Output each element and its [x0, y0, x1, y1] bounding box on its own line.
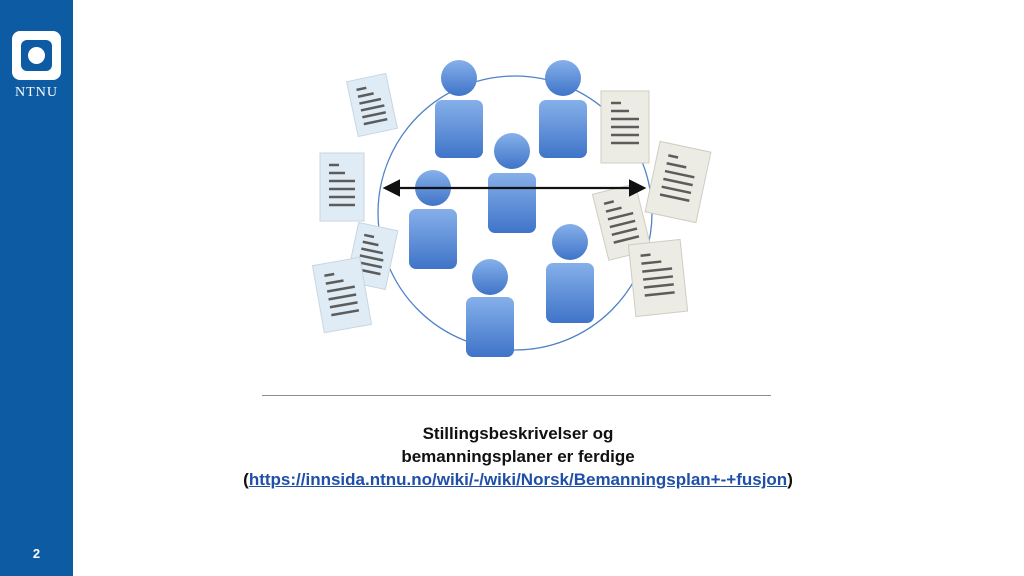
team-illustration-svg — [311, 60, 712, 357]
document-icon — [600, 90, 650, 164]
person-icon — [466, 259, 514, 357]
document-icon — [311, 256, 373, 334]
caption-line-3: (https://innsida.ntnu.no/wiki/-/wiki/Nor… — [150, 468, 886, 491]
bemanningsplan-link[interactable]: https://innsida.ntnu.no/wiki/-/wiki/Nors… — [248, 470, 788, 489]
open-paren: ( — [243, 470, 249, 489]
divider — [262, 395, 771, 396]
logo-text: NTNU — [15, 85, 58, 100]
person-icon — [539, 60, 587, 158]
caption: Stillingsbeskrivelser og bemanningsplane… — [150, 422, 886, 491]
team-illustration — [300, 50, 720, 370]
page-number: 2 — [32, 546, 41, 561]
person-icon — [546, 224, 594, 323]
document-icon — [627, 238, 689, 318]
person-icon — [435, 60, 483, 158]
sidebar: NTNU 2 — [0, 0, 73, 576]
caption-line-1: Stillingsbeskrivelser og — [422, 424, 614, 443]
caption-line-2: bemanningsplaner er ferdige — [401, 447, 635, 466]
document-icon — [644, 140, 712, 224]
document-icon — [346, 72, 398, 138]
person-icon — [409, 170, 457, 269]
document-icon — [319, 152, 365, 222]
ntnu-logo-icon — [12, 31, 61, 80]
close-paren: ) — [787, 470, 793, 489]
person-icon — [488, 133, 536, 233]
